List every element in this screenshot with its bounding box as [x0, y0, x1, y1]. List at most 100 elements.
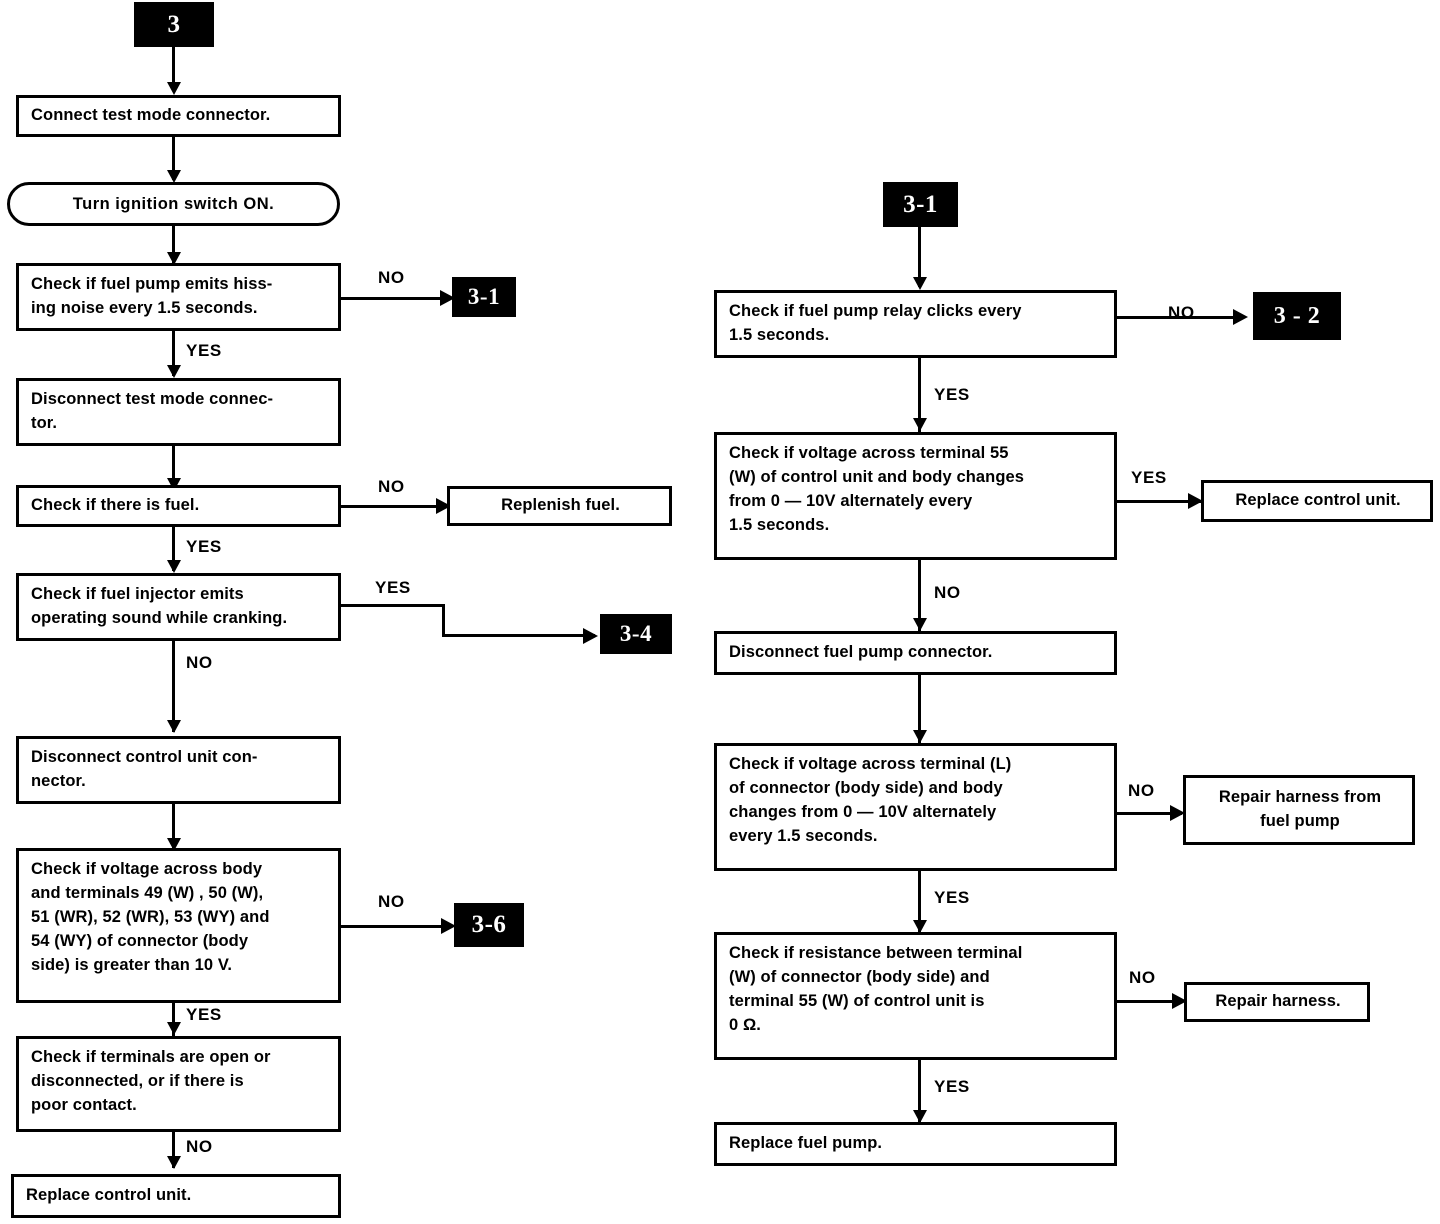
terminal-tag-3-4[interactable]: 3-4	[600, 614, 672, 654]
connector-hissing-no	[341, 297, 449, 300]
edge-label-resistance-yes: YES	[934, 1077, 970, 1096]
edge-label-voltage55-yes: YES	[1131, 468, 1167, 487]
connector-voltageL-yes	[918, 871, 921, 933]
node-label: Disconnect control unit con- nector.	[31, 748, 258, 790]
connector-terminals-no	[172, 1132, 175, 1168]
connector-voltageL-no	[1117, 812, 1182, 815]
node-label: Disconnect test mode connec- tor.	[31, 390, 274, 432]
node-replace-control-unit-right[interactable]: Replace control unit.	[1201, 480, 1433, 522]
node-check-terminals-open[interactable]: Check if terminals are open or disconnec…	[16, 1036, 341, 1132]
node-label: Repair harness from fuel pump	[1218, 788, 1382, 830]
node-replace-control-unit-left[interactable]: Replace control unit.	[11, 1174, 341, 1218]
edge-label-fuel-yes: YES	[186, 537, 222, 556]
node-check-fuel[interactable]: Check if there is fuel.	[16, 485, 341, 527]
edge-label-hissing-yes: YES	[186, 341, 222, 360]
arrowhead-down	[913, 1110, 927, 1123]
node-replace-fuel-pump[interactable]: Replace fuel pump.	[714, 1122, 1117, 1166]
edge-label-hissing-no: NO	[378, 268, 405, 287]
arrowhead-right	[1188, 493, 1203, 509]
node-check-resistance[interactable]: Check if resistance between terminal (W)…	[714, 932, 1117, 1060]
connector-fuel-yes	[172, 527, 175, 571]
node-label: Check if fuel injector emits operating s…	[31, 585, 288, 627]
node-repair-harness[interactable]: Repair harness.	[1184, 982, 1370, 1022]
edge-label-fuel-no: NO	[378, 477, 405, 496]
connector-relay-yes	[918, 358, 921, 434]
arrowhead-right	[441, 918, 456, 934]
node-label: Turn ignition switch ON.	[72, 194, 275, 213]
edge-label-voltageL-yes: YES	[934, 888, 970, 907]
connector-disconnect-to-fuel	[172, 446, 175, 489]
node-disconnect-test-mode[interactable]: Disconnect test mode connec- tor.	[16, 378, 341, 446]
connector-disconnectpump-to-voltageL	[918, 675, 921, 743]
node-check-voltage-terminals[interactable]: Check if voltage across body and termina…	[16, 848, 341, 1003]
node-replenish-fuel[interactable]: Replenish fuel.	[447, 486, 672, 526]
node-check-hissing-noise[interactable]: Check if fuel pump emits hiss- ing noise…	[16, 263, 341, 331]
arrowhead-down	[167, 170, 181, 183]
connector-fuel-no	[341, 505, 446, 508]
arrowhead-right	[583, 628, 598, 644]
connector-connect-to-ignition	[172, 137, 175, 180]
arrowhead-right	[1233, 309, 1248, 325]
node-check-injector-sound[interactable]: Check if fuel injector emits operating s…	[16, 573, 341, 641]
connector-injector-yes-seg1	[341, 604, 445, 607]
connector-injector-no	[172, 641, 175, 732]
edge-label-voltage55-no: NO	[934, 583, 961, 602]
connector-voltage55-no	[918, 560, 921, 632]
arrowhead-down	[913, 418, 927, 431]
node-label: Check if voltage across terminal 55 (W) …	[729, 444, 1025, 534]
node-label: Check if resistance between terminal (W)…	[729, 944, 1023, 1034]
node-label: Check if fuel pump emits hiss- ing noise…	[31, 275, 273, 317]
arrowhead-down	[167, 365, 181, 378]
terminal-tag-3-1-right[interactable]: 3-1	[883, 182, 958, 227]
arrowhead-down	[167, 838, 181, 851]
node-label: Replace fuel pump.	[729, 1134, 883, 1153]
node-label: Check if terminals are open or disconnec…	[31, 1048, 271, 1114]
terminal-tag-3[interactable]: 3	[134, 2, 214, 47]
connector-injector-yes-seg3	[442, 634, 595, 637]
arrowhead-down	[913, 277, 927, 290]
arrowhead-right	[440, 290, 455, 306]
node-label: Replace control unit.	[1235, 491, 1401, 510]
connector-voltage-no	[341, 925, 451, 928]
arrowhead-down	[913, 730, 927, 743]
terminal-tag-3-2[interactable]: 3 - 2	[1253, 292, 1341, 340]
node-check-voltage-55[interactable]: Check if voltage across terminal 55 (W) …	[714, 432, 1117, 560]
node-check-voltage-L[interactable]: Check if voltage across terminal (L) of …	[714, 743, 1117, 871]
edge-label-voltage-yes: YES	[186, 1005, 222, 1024]
connector-resistance-yes	[918, 1060, 921, 1122]
arrowhead-down	[167, 252, 181, 265]
node-label: Check if there is fuel.	[31, 496, 200, 515]
connector-relay-no	[1117, 316, 1242, 319]
node-check-relay-clicks[interactable]: Check if fuel pump relay clicks every 1.…	[714, 290, 1117, 358]
node-label: Disconnect fuel pump connector.	[729, 643, 993, 662]
edge-label-injector-yes: YES	[375, 578, 411, 597]
node-disconnect-pump-connector[interactable]: Disconnect fuel pump connector.	[714, 631, 1117, 675]
edge-label-injector-no: NO	[186, 653, 213, 672]
edge-label-relay-no: NO	[1168, 303, 1195, 322]
edge-label-relay-yes: YES	[934, 385, 970, 404]
terminal-tag-3-1-left[interactable]: 3-1	[452, 277, 516, 317]
arrowhead-down	[913, 920, 927, 933]
edge-label-voltage-no: NO	[378, 892, 405, 911]
arrowhead-right	[1172, 993, 1187, 1009]
node-label: Repair harness.	[1215, 992, 1341, 1011]
terminal-tag-3-6[interactable]: 3-6	[454, 903, 524, 947]
node-label: Check if voltage across body and termina…	[31, 860, 270, 974]
node-disconnect-control-unit[interactable]: Disconnect control unit con- nector.	[16, 736, 341, 804]
node-repair-harness-from-pump[interactable]: Repair harness from fuel pump	[1183, 775, 1415, 845]
node-label: Check if voltage across terminal (L) of …	[729, 755, 1012, 845]
node-turn-ignition-on[interactable]: Turn ignition switch ON.	[7, 182, 340, 226]
node-label: Replace control unit.	[26, 1186, 192, 1205]
connector-tag3-to-connect	[172, 47, 175, 91]
arrowhead-right	[1170, 805, 1185, 821]
connector-injector-yes-seg2	[442, 604, 445, 637]
arrowhead-down	[167, 1156, 181, 1169]
arrowhead-down	[167, 1022, 181, 1035]
connector-ignition-to-hissing	[172, 226, 175, 264]
connector-tag31-to-relay	[918, 227, 921, 287]
node-label: Connect test mode connector.	[31, 106, 271, 125]
connector-voltage-yes	[172, 1003, 175, 1036]
arrowhead-down	[167, 720, 181, 733]
node-connect-test-mode[interactable]: Connect test mode connector.	[16, 95, 341, 137]
